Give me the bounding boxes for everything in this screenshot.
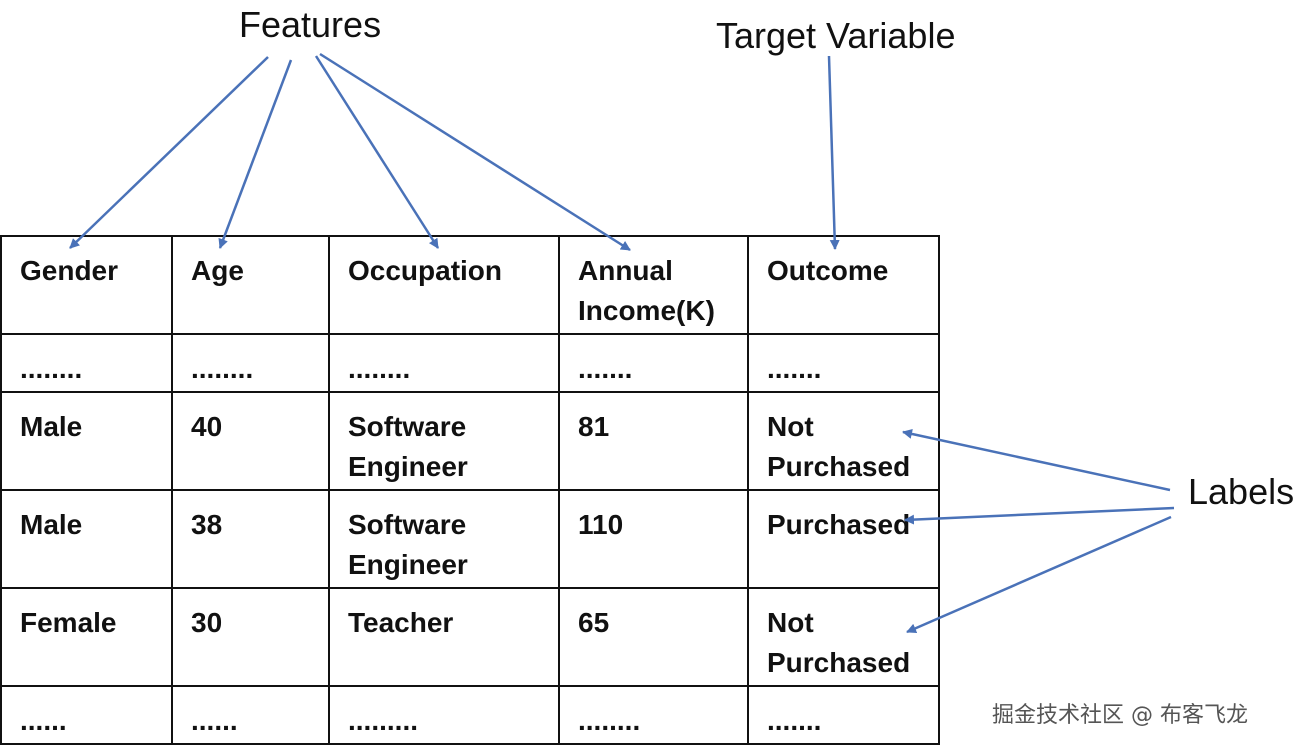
table-cell: .......: [558, 333, 749, 393]
table-cell: ........: [171, 333, 330, 393]
labels-callout: Labels: [1188, 471, 1295, 512]
table-cell: .......: [747, 333, 940, 393]
table-cell: Not Purchased: [747, 587, 940, 687]
table-cell: ........: [558, 685, 749, 745]
table-cell: Software Engineer: [328, 489, 560, 589]
arrow-labels-to-row1: [902, 429, 1171, 492]
table-cell: Male: [0, 489, 173, 589]
table-cell: ........: [328, 333, 560, 393]
table-cell: 40: [171, 391, 330, 491]
table-cell: 38: [171, 489, 330, 589]
dataset-table: Gender Age Occupation Annual Income(K) O…: [0, 235, 940, 745]
table-cell: .......: [747, 685, 940, 745]
table-cell: Male: [0, 391, 173, 491]
header-outcome: Outcome: [747, 235, 940, 335]
header-age: Age: [171, 235, 330, 335]
arrow-labels-to-row3: [906, 515, 1172, 634]
arrow-features-to-gender: [69, 56, 269, 249]
table-header-row: Gender Age Occupation Annual Income(K) O…: [0, 235, 940, 335]
table-row: ........ ........ ........ ....... .....…: [0, 333, 940, 393]
table-row: ...... ...... ......... ........ .......: [0, 685, 940, 745]
table-cell: .........: [328, 685, 560, 745]
table-cell: ........: [0, 333, 173, 393]
table-cell: 30: [171, 587, 330, 687]
header-gender: Gender: [0, 235, 173, 335]
arrow-features-to-income: [319, 52, 631, 252]
target-variable-callout: Target Variable: [716, 15, 956, 56]
arrow-target-to-outcome: [827, 55, 840, 250]
watermark: 掘金技术社区 @ 布客飞龙: [992, 703, 1248, 728]
table-cell: Not Purchased: [747, 391, 940, 491]
table-cell: Female: [0, 587, 173, 687]
table-cell: Teacher: [328, 587, 560, 687]
table-cell: ......: [171, 685, 330, 745]
arrow-labels-to-row2: [904, 506, 1175, 525]
table-cell: 110: [558, 489, 749, 589]
header-annual-income: Annual Income(K): [558, 235, 749, 335]
header-occupation: Occupation: [328, 235, 560, 335]
table-cell: 65: [558, 587, 749, 687]
table-row: Female 30 Teacher 65 Not Purchased: [0, 587, 940, 687]
table-row: Male 40 Software Engineer 81 Not Purchas…: [0, 391, 940, 491]
table-cell: Software Engineer: [328, 391, 560, 491]
table-cell: Purchased: [747, 489, 940, 589]
table-cell: ......: [0, 685, 173, 745]
table-cell: 81: [558, 391, 749, 491]
arrow-features-to-age: [218, 59, 293, 249]
features-callout: Features: [239, 4, 382, 45]
arrow-features-to-occupation: [314, 55, 440, 249]
table-row: Male 38 Software Engineer 110 Purchased: [0, 489, 940, 589]
